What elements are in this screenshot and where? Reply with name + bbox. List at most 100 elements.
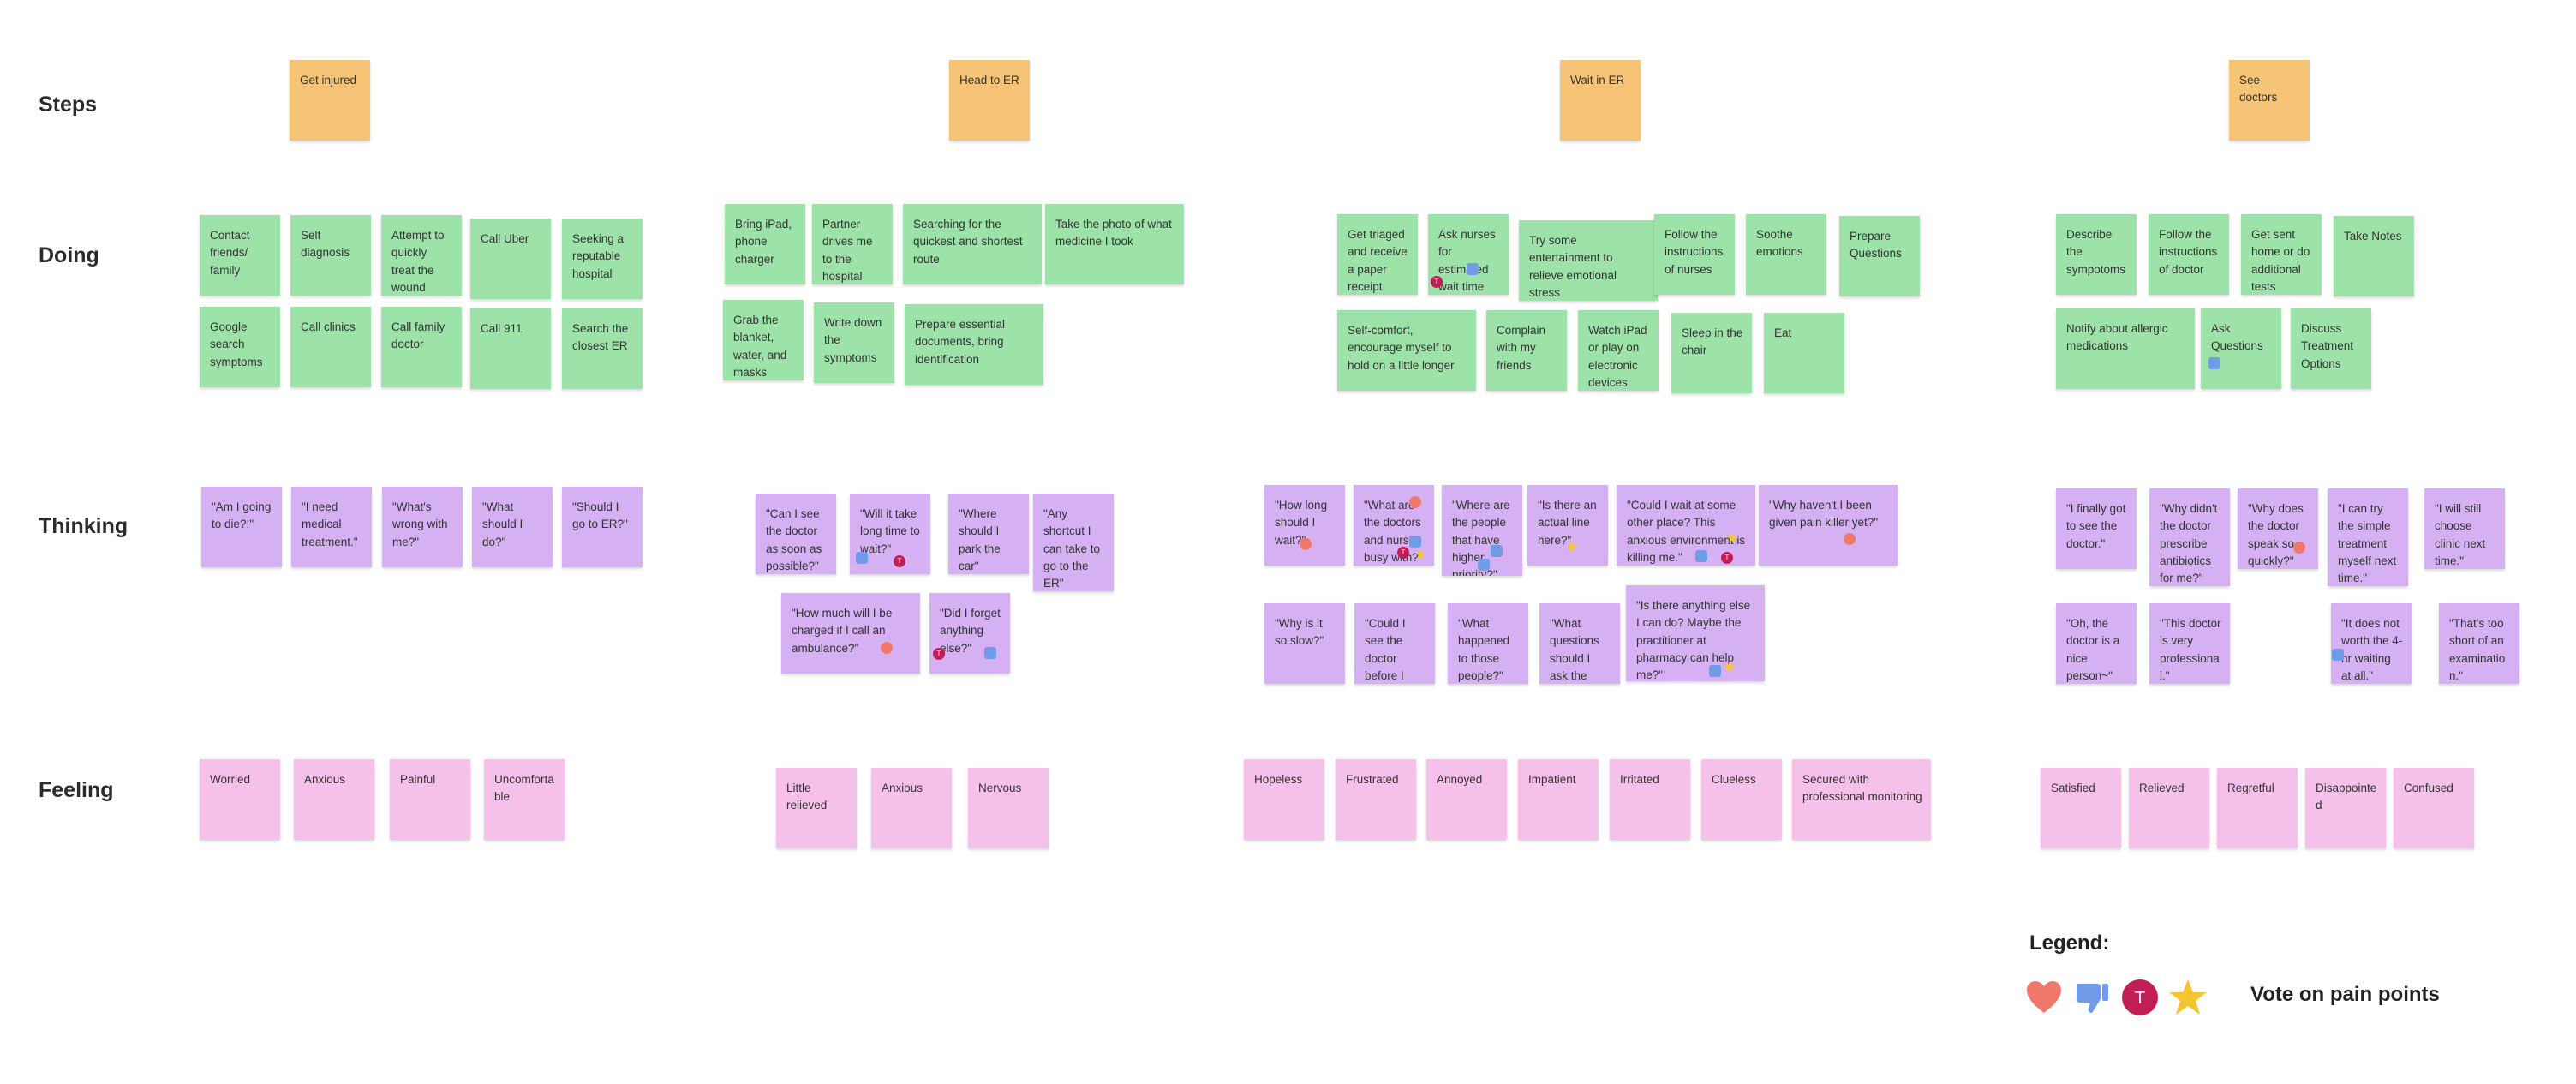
doing-note[interactable]: Self diagnosis xyxy=(290,215,371,296)
doing-note[interactable]: Attempt to quickly treat the wound xyxy=(381,215,462,296)
doing-note[interactable]: Follow the instructions of doctor xyxy=(2149,214,2229,295)
feeling-note[interactable]: Impatient xyxy=(1518,759,1599,840)
feeling-note[interactable]: Irritated xyxy=(1610,759,1690,840)
feeling-note[interactable]: Secured with professional monitoring xyxy=(1792,759,1931,840)
feeling-note[interactable]: Disappointed xyxy=(2305,768,2386,848)
feeling-note[interactable]: Satisfied xyxy=(2041,768,2121,848)
doing-note[interactable]: Partner drives me to the hospital xyxy=(812,204,893,284)
thinking-note[interactable]: "Why didn't the doctor prescribe antibio… xyxy=(2149,488,2230,586)
thinking-note[interactable]: "Any shortcut I can take to go to the ER… xyxy=(1033,494,1114,591)
thinking-note[interactable]: "How long should I wait?" xyxy=(1264,485,1345,566)
legend-title: Legend: xyxy=(2029,931,2110,955)
thinking-note[interactable]: "Is there anything else I can do? Maybe … xyxy=(1626,585,1765,681)
thinking-note[interactable]: "Will it take long time to wait?" xyxy=(850,494,930,574)
doing-note[interactable]: Write down the symptoms xyxy=(814,302,894,383)
feeling-note[interactable]: Uncomfortable xyxy=(484,759,565,840)
doing-note[interactable]: Call Uber xyxy=(470,219,551,299)
doing-note[interactable]: Prepare essential documents, bring ident… xyxy=(905,304,1043,385)
doing-note[interactable]: Discuss Treatment Options xyxy=(2291,308,2371,389)
doing-note[interactable]: Seeking a reputable hospital xyxy=(562,219,643,299)
doing-note[interactable]: Search the closest ER xyxy=(562,308,643,389)
thinking-note[interactable]: "I need medical treatment." xyxy=(291,487,372,567)
doing-note[interactable]: Soothe emotions xyxy=(1746,214,1826,295)
thumbs-down-icon xyxy=(1467,263,1479,275)
doing-note[interactable]: Google search symptoms xyxy=(200,307,280,387)
feeling-note[interactable]: Confused xyxy=(2394,768,2474,848)
step-note[interactable]: Wait in ER xyxy=(1560,60,1641,141)
thinking-note[interactable]: "Where should I park the car" xyxy=(948,494,1029,574)
feeling-note[interactable]: Nervous xyxy=(968,768,1049,848)
doing-note[interactable]: Complain with my friends xyxy=(1486,310,1567,391)
feeling-note[interactable]: Regretful xyxy=(2217,768,2298,848)
thinking-note[interactable]: "I finally got to see the doctor." xyxy=(2056,488,2137,569)
feeling-note[interactable]: Clueless xyxy=(1701,759,1782,840)
doing-note[interactable]: Take the photo of what medicine I took xyxy=(1045,204,1184,284)
thinking-note[interactable]: "Could I wait at some other place? This … xyxy=(1617,485,1755,566)
doing-note[interactable]: Get triaged and receive a paper receipt xyxy=(1337,214,1418,295)
thumbs-down-icon xyxy=(856,552,868,564)
doing-note[interactable]: Try some entertainment to relieve emotio… xyxy=(1519,220,1658,301)
feeling-note[interactable]: Worried xyxy=(200,759,280,840)
feeling-note[interactable]: Frustrated xyxy=(1336,759,1416,840)
step-note[interactable]: See doctors xyxy=(2229,60,2310,141)
thinking-note[interactable]: "I will still choose clinic next time." xyxy=(2424,488,2505,569)
doing-note[interactable]: Call 911 xyxy=(470,308,551,389)
doing-note[interactable]: Describe the sympotoms xyxy=(2056,214,2137,295)
doing-note[interactable]: Call clinics xyxy=(290,307,371,387)
thinking-note[interactable]: "Should I go to ER?" xyxy=(562,487,643,567)
heart-icon xyxy=(2023,977,2065,1018)
thinking-note[interactable]: "Why haven't I been given pain killer ye… xyxy=(1759,485,1898,566)
doing-note[interactable]: Searching for the quickest and shortest … xyxy=(903,204,1042,284)
heart-icon xyxy=(1409,496,1421,508)
thinking-note[interactable]: "Why is it so slow?" xyxy=(1264,603,1345,684)
heart-icon xyxy=(1844,533,1856,545)
thinking-note[interactable]: "This doctor is very professional." xyxy=(2149,603,2230,684)
row-label-doing: Doing xyxy=(39,243,99,267)
doing-note[interactable]: Self-comfort, encourage myself to hold o… xyxy=(1337,310,1476,391)
feeling-note[interactable]: Little relieved xyxy=(776,768,857,848)
thinking-note[interactable]: "That's too short of an examination." xyxy=(2439,603,2519,684)
step-note[interactable]: Get injured xyxy=(290,60,370,141)
feeling-note[interactable]: Painful xyxy=(390,759,470,840)
doing-note[interactable]: Bring iPad, phone charger xyxy=(725,204,805,284)
doing-note[interactable]: Contact friends/ family xyxy=(200,215,280,296)
t-avatar-icon: T xyxy=(933,648,945,660)
feeling-note[interactable]: Anxious xyxy=(294,759,374,840)
thinking-note[interactable]: "Is there an actual line here?" xyxy=(1527,485,1608,566)
thinking-note[interactable]: "What happened to those people?" xyxy=(1448,603,1528,684)
feeling-note[interactable]: Relieved xyxy=(2129,768,2209,848)
doing-note[interactable]: Follow the instructions of nurses xyxy=(1654,214,1735,295)
thinking-note[interactable]: "Why does the doctor speak so quickly?" xyxy=(2238,488,2318,569)
thumbs-down-icon xyxy=(1409,536,1421,548)
thinking-note[interactable]: "Did I forget anything else?" xyxy=(929,593,1010,674)
t-avatar-icon: T xyxy=(1431,276,1443,288)
doing-note[interactable]: Eat xyxy=(1764,313,1844,393)
thinking-note[interactable]: "What's wrong with me?" xyxy=(382,487,463,567)
thinking-note[interactable]: "What questions should I ask the doctor" xyxy=(1539,603,1620,684)
thinking-note[interactable]: "I can try the simple treatment myself n… xyxy=(2328,488,2408,586)
t-avatar-icon: T xyxy=(894,555,905,567)
thinking-note[interactable]: "How much will I be charged if I call an… xyxy=(781,593,920,674)
doing-note[interactable]: Ask Questions xyxy=(2201,308,2281,389)
doing-note[interactable]: Sleep in the chair xyxy=(1671,313,1752,393)
thinking-note[interactable]: "Oh, the doctor is a nice person~" xyxy=(2056,603,2137,684)
t-avatar-icon: T xyxy=(1721,552,1733,564)
doing-note[interactable]: Grab the blanket, water, and masks xyxy=(723,300,804,380)
thinking-note[interactable]: "Could I see the doctor before I die?" xyxy=(1354,603,1435,684)
doing-note[interactable]: Prepare Questions xyxy=(1839,216,1920,296)
feeling-note[interactable]: Hopeless xyxy=(1244,759,1324,840)
feeling-note[interactable]: Anxious xyxy=(871,768,952,848)
thinking-note[interactable]: "Am I going to die?!" xyxy=(201,487,282,567)
thinking-note[interactable]: "Can I see the doctor as soon as possibl… xyxy=(756,494,836,574)
feeling-note[interactable]: Annoyed xyxy=(1426,759,1507,840)
doing-note[interactable]: Notify about allergic medications xyxy=(2056,308,2195,389)
thumbs-down-icon xyxy=(984,647,996,659)
doing-note[interactable]: Call family doctor xyxy=(381,307,462,387)
thinking-note[interactable]: "It does not worth the 4-hr waiting at a… xyxy=(2331,603,2412,684)
doing-note[interactable]: Watch iPad or play on electronic devices xyxy=(1578,310,1659,391)
row-label-steps: Steps xyxy=(39,93,98,117)
thinking-note[interactable]: "What should I do?" xyxy=(472,487,553,567)
doing-note[interactable]: Take Notes xyxy=(2334,216,2414,296)
doing-note[interactable]: Get sent home or do additional tests xyxy=(2241,214,2322,295)
step-note[interactable]: Head to ER xyxy=(949,60,1030,141)
